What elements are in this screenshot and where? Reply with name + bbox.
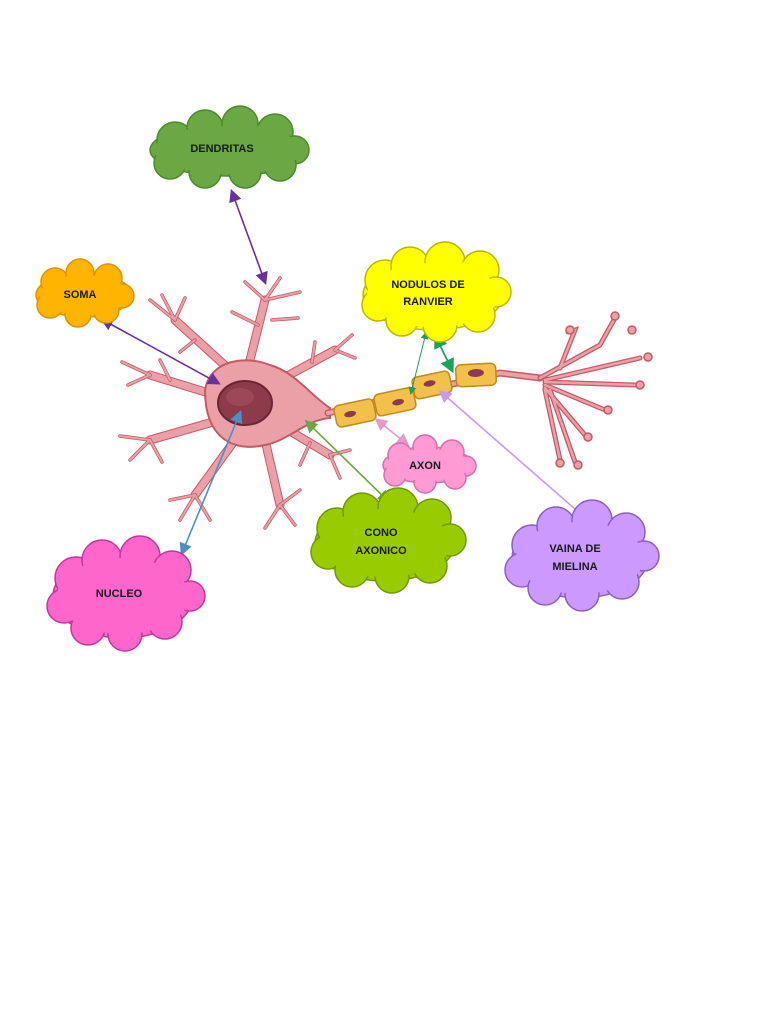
vaina-text-line2: MIELINA [552, 561, 597, 573]
cono-text-line2: AXONICO [355, 545, 407, 557]
label-vaina: VAINA DE MIELINA [504, 499, 660, 612]
label-cono: CONO AXONICO [310, 487, 467, 594]
arrow-axon [374, 418, 410, 446]
arrow-nucleo [179, 410, 243, 556]
label-nodulos: NODULOS DE RANVIER [361, 241, 512, 343]
label-nucleo: NUCLEO [46, 535, 206, 652]
arrow-soma [100, 318, 221, 385]
axon-text: AXON [409, 460, 441, 472]
label-dendritas: DENDRITAS [149, 105, 310, 189]
label-axon: AXON [382, 434, 477, 494]
arrow-nodulos-1 [408, 331, 429, 395]
axon-terminals [537, 311, 653, 470]
cono-text-line1: CONO [365, 527, 398, 539]
label-soma: SOMA [35, 258, 135, 328]
vaina-text-line1: VAINA DE [549, 543, 600, 555]
nucleo-text: NUCLEO [96, 588, 143, 600]
nodulos-text-line1: NODULOS DE [391, 279, 464, 291]
arrow-cono [304, 419, 391, 504]
arrows [100, 188, 586, 556]
dendritas-text: DENDRITAS [190, 143, 253, 155]
nodulos-text-line2: RANVIER [403, 296, 453, 308]
arrow-dendritas [229, 188, 268, 286]
soma-text: SOMA [64, 289, 97, 301]
arrow-vaina [438, 389, 586, 519]
